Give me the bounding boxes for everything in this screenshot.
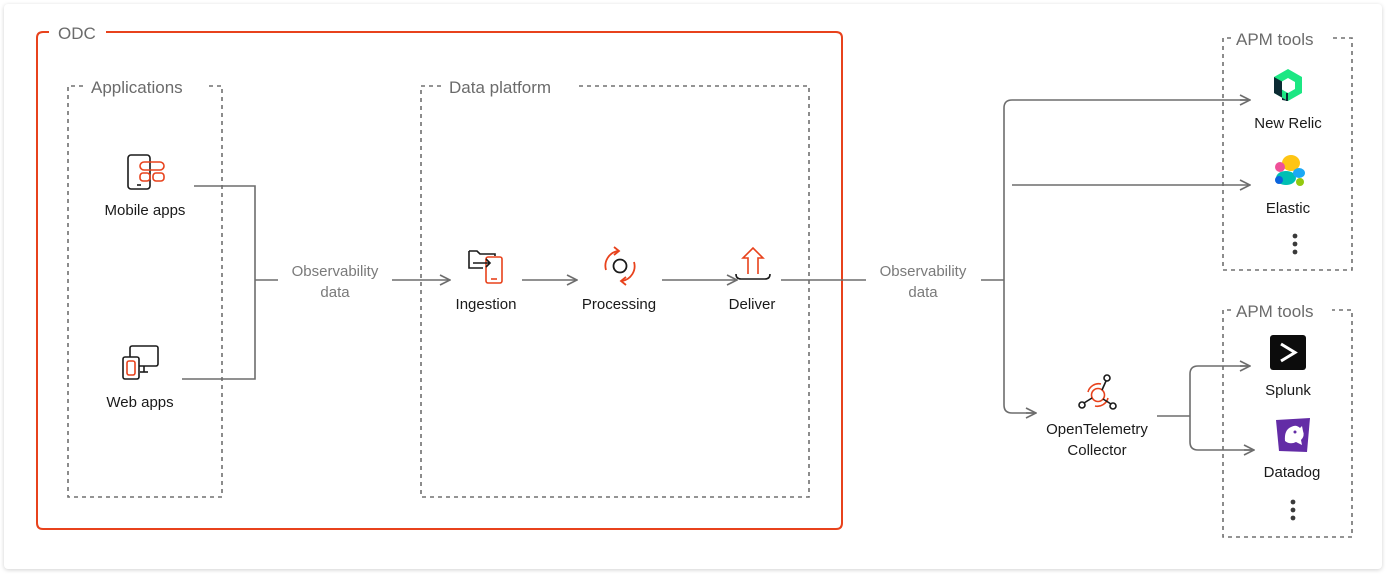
- opentelemetry-label-line1: OpenTelemetry: [1046, 421, 1148, 438]
- mobile-app-icon: [127, 154, 165, 190]
- data-platform-title: Data platform: [449, 78, 551, 97]
- new-relic-label: New Relic: [1254, 115, 1322, 132]
- more-dots-icon: [1292, 233, 1298, 255]
- datadog-node: Datadog: [1264, 418, 1321, 481]
- data-platform-group: Data platform: [420, 78, 810, 498]
- observability-label-2-line1: Observability: [880, 263, 967, 280]
- web-apps-label: Web apps: [106, 394, 173, 411]
- observability-label-1-line1: Observability: [292, 263, 379, 280]
- elastic-node: Elastic: [1266, 155, 1311, 217]
- splunk-logo: [1270, 335, 1306, 370]
- apm-tools-group-bottom: APM tools: [1222, 302, 1353, 538]
- ingestion-icon: [468, 250, 503, 284]
- splunk-label: Splunk: [1265, 382, 1311, 399]
- apm-tools-title-top: APM tools: [1236, 30, 1313, 49]
- diagram-card: [4, 4, 1382, 569]
- elastic-logo: [1275, 155, 1305, 186]
- opentelemetry-node: OpenTelemetry Collector: [1046, 374, 1148, 459]
- new-relic-logo: [1274, 69, 1302, 101]
- datadog-logo: [1276, 418, 1310, 452]
- datadog-label: Datadog: [1264, 464, 1321, 481]
- connectors: [182, 100, 1254, 450]
- deliver-node: Deliver: [729, 246, 776, 313]
- observability-label-2-line2: data: [908, 284, 938, 301]
- applications-title: Applications: [91, 78, 183, 97]
- deliver-label: Deliver: [729, 296, 776, 313]
- deliver-icon: [735, 246, 771, 280]
- mobile-apps-node: Mobile apps: [105, 154, 186, 219]
- opentelemetry-icon: [1078, 374, 1117, 410]
- processing-label: Processing: [582, 296, 656, 313]
- web-apps-node: Web apps: [106, 345, 174, 411]
- applications-group: Applications: [67, 78, 223, 498]
- more-dots-icon: [1290, 499, 1296, 521]
- fanout-trunk: [1003, 99, 1248, 414]
- apm-tools-group-top: APM tools: [1222, 30, 1353, 271]
- observability-label-1-line2: data: [320, 284, 350, 301]
- apps-merge-connector: [182, 185, 256, 380]
- new-relic-node: New Relic: [1254, 69, 1322, 132]
- ingestion-label: Ingestion: [456, 296, 517, 313]
- odc-group: ODC: [36, 24, 843, 530]
- ingestion-node: Ingestion: [456, 250, 517, 313]
- processing-icon: [604, 246, 636, 286]
- apm-tools-title-bottom: APM tools: [1236, 302, 1313, 321]
- elastic-label: Elastic: [1266, 200, 1311, 217]
- splunk-node: Splunk: [1265, 335, 1311, 399]
- otel-fanout: [1189, 365, 1254, 451]
- processing-node: Processing: [582, 246, 656, 313]
- web-app-icon: [122, 345, 159, 380]
- mobile-apps-label: Mobile apps: [105, 202, 186, 219]
- odc-title: ODC: [58, 24, 96, 43]
- opentelemetry-label-line2: Collector: [1067, 442, 1126, 459]
